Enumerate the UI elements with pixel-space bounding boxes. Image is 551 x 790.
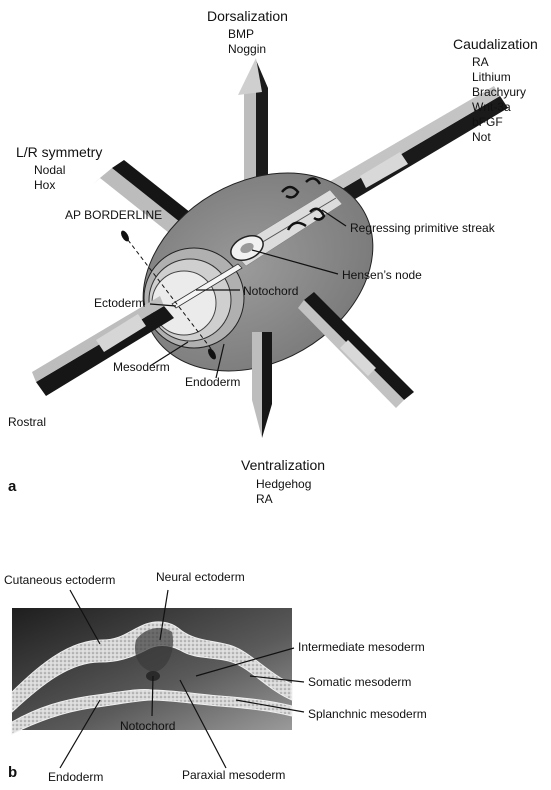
lr-item: Hox (34, 178, 56, 192)
panel-b-label: b (8, 764, 18, 781)
leader-lines (149, 209, 347, 379)
dorsal-arrow (238, 58, 268, 210)
regressing-streak-label: Regressing primitive streak (350, 221, 495, 235)
endoderm-label: Endoderm (185, 375, 241, 389)
dorsal-items: BMP Noggin (228, 27, 266, 57)
splanchnic-mesoderm-label: Splanchnic mesoderm (308, 707, 427, 721)
neural-ectoderm-label: Neural ectoderm (156, 570, 245, 584)
cutaneous-ectoderm-label: Cutaneous ectoderm (4, 573, 116, 587)
dorsal-title: Dorsalization (207, 8, 288, 24)
embryo-axes-diagram (32, 58, 508, 438)
dorsal-item: Noggin (228, 42, 267, 56)
ventral-arrow (252, 332, 272, 438)
paraxial-mesoderm-label: Paraxial mesoderm (182, 768, 286, 782)
ventral-item: Hedgehog (256, 477, 312, 491)
caudal-items: RA Lithium Brachyury Wnt-3a bFGF Not (472, 55, 526, 145)
ventral-title: Ventralization (241, 457, 326, 473)
caudal-item: Brachyury (472, 85, 527, 99)
notochord-label: Notochord (243, 284, 299, 298)
caudal-item: Not (472, 130, 491, 144)
notochord-b-label: Notochord (120, 719, 176, 733)
intermediate-mesoderm-label: Intermediate mesoderm (298, 640, 425, 654)
endoderm-b-label: Endoderm (48, 770, 104, 784)
caudal-item: RA (472, 55, 489, 69)
ectoderm-label: Ectoderm (94, 296, 146, 310)
ectoderm-tissue (11, 621, 293, 714)
caudal-item: Lithium (472, 70, 511, 84)
hensens-node-pit (240, 242, 254, 254)
dorsal-item: BMP (228, 27, 255, 41)
caudal-item: Wnt-3a (472, 100, 511, 114)
lr-title: L/R symmetry (16, 144, 103, 160)
lr-item: Nodal (34, 163, 66, 177)
hensens-node-label: Hensen’s node (342, 268, 422, 282)
ap-borderline-label: AP BORDERLINE (65, 208, 163, 222)
rostral-arrow (32, 296, 174, 396)
caudal-arrow (322, 86, 508, 208)
notochord-rod (171, 263, 243, 309)
panel-b-leader-lines (59, 589, 305, 769)
lr-items: Nodal Hox (34, 163, 65, 193)
rostral-label: Rostral (8, 415, 47, 429)
ventral-items: Hedgehog RA (256, 477, 311, 507)
regression-curls (281, 177, 326, 231)
caudal-item: bFGF (472, 115, 503, 129)
panel-a-label: a (8, 478, 17, 495)
endoderm-tissue (11, 689, 293, 735)
neural-fold (134, 627, 174, 672)
ap-borderline (121, 230, 216, 360)
somatic-mesoderm-label: Somatic mesoderm (308, 675, 412, 689)
lower-right-arrow (298, 292, 414, 408)
ventral-item: RA (256, 492, 273, 506)
mesoderm-label: Mesoderm (113, 360, 170, 374)
caudal-title: Caudalization (453, 36, 538, 52)
